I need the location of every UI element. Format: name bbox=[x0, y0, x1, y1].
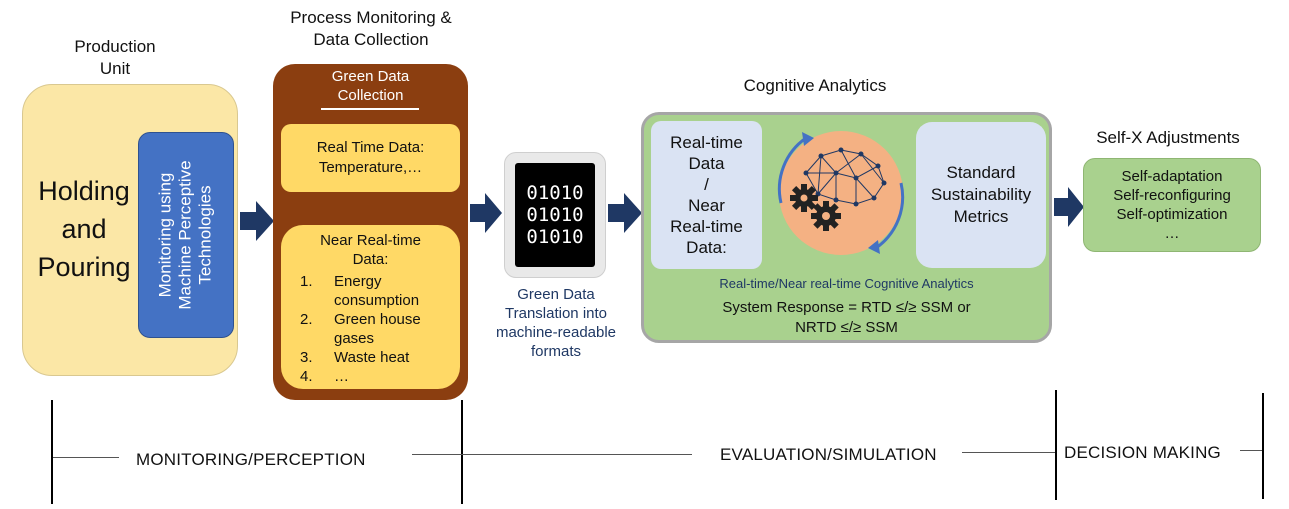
production-unit-title-line1: Production bbox=[74, 37, 156, 56]
production-unit-title-line2: Unit bbox=[99, 59, 131, 78]
phase-evaluation-label: EVALUATION/SIMULATION bbox=[720, 445, 937, 464]
timeline-segment bbox=[1240, 450, 1262, 451]
response-line2: NRTD ≤/≥ SSM bbox=[795, 319, 898, 336]
arrow-4-icon bbox=[1054, 187, 1084, 227]
monitoring-line3: Technologies bbox=[196, 185, 215, 285]
header-line2: Collection bbox=[337, 87, 404, 104]
binary-screen: 01010 01010 01010 bbox=[515, 163, 595, 267]
phase-decision-label: DECISION MAKING bbox=[1064, 443, 1221, 462]
self-x-title: Self-X Adjustments bbox=[1096, 128, 1240, 147]
list-item-number: 4. bbox=[300, 368, 313, 385]
near-real-time-line1: Near Real-time bbox=[320, 232, 421, 249]
list-item: 4. … bbox=[300, 367, 460, 386]
data-line3: / bbox=[704, 175, 709, 194]
brain-gears-icon bbox=[777, 131, 905, 255]
timeline-segment bbox=[962, 452, 1055, 453]
metrics-line3: Metrics bbox=[953, 207, 1009, 226]
caption-line4: formats bbox=[530, 343, 581, 360]
phase-monitoring-label: MONITORING/PERCEPTION bbox=[136, 450, 366, 469]
system-response: System Response = RTD ≤/≥ SSM or NRTD ≤/… bbox=[644, 298, 1049, 338]
phase-divider-1 bbox=[51, 400, 53, 504]
real-time-data-panel: Real-time Data / Near Real-time Data: bbox=[651, 121, 762, 269]
pouring-line: Pouring bbox=[37, 252, 131, 282]
self-x-box: Self-adaptation Self-reconfiguring Self-… bbox=[1083, 158, 1261, 252]
holding-pouring-label: Holding and Pouring bbox=[26, 172, 142, 286]
process-monitoring-title: Process Monitoring & Data Collection bbox=[256, 7, 486, 51]
translation-caption: Green Data Translation into machine-read… bbox=[474, 285, 638, 361]
self-x-item: … bbox=[1164, 225, 1180, 242]
list-item-text: … bbox=[334, 368, 349, 385]
cognitive-subtitle: Real-time/Near real-time Cognitive Analy… bbox=[719, 276, 974, 291]
timeline-segment bbox=[412, 454, 692, 455]
monitoring-line2: Machine Perceptive bbox=[176, 160, 195, 310]
list-item-number: 3. bbox=[300, 349, 313, 366]
binary-line: 01010 bbox=[526, 226, 584, 248]
data-line1: Real-time bbox=[670, 133, 743, 152]
near-real-time-heading: Near Real-time Data: bbox=[281, 231, 460, 269]
header-line1: Green Data bbox=[331, 68, 410, 85]
green-data-collection-header: Green Data Collection bbox=[273, 67, 468, 105]
list-item: 3. Waste heat bbox=[300, 348, 460, 367]
header-underline bbox=[321, 108, 419, 110]
cognitive-analytics-title: Cognitive Analytics bbox=[743, 76, 887, 95]
list-item-number: 2. bbox=[300, 311, 313, 328]
monitoring-technologies-text: Monitoring using Machine Perceptive Tech… bbox=[156, 160, 216, 309]
binary-line: 01010 bbox=[526, 204, 584, 226]
caption-line1: Green Data bbox=[517, 286, 595, 303]
binary-line: 01010 bbox=[526, 182, 584, 204]
data-line5: Real-time bbox=[670, 217, 743, 236]
phase-divider-2 bbox=[461, 400, 463, 504]
data-line6: Data: bbox=[686, 238, 727, 257]
self-x-item: Self-adaptation bbox=[1121, 168, 1223, 185]
metrics-line2: Sustainability bbox=[930, 185, 1032, 204]
sustainability-metrics-panel: Standard Sustainability Metrics bbox=[916, 122, 1046, 268]
data-line2: Data bbox=[688, 154, 725, 173]
process-monitoring-title-line2: Data Collection bbox=[313, 30, 429, 49]
arrow-3-icon bbox=[608, 193, 642, 233]
self-x-item: Self-optimization bbox=[1116, 206, 1228, 223]
real-time-line2: Temperature,… bbox=[318, 159, 423, 176]
production-unit-title: Production Unit bbox=[40, 36, 190, 80]
self-x-item: Self-reconfiguring bbox=[1113, 187, 1231, 204]
list-item-number: 1. bbox=[300, 273, 313, 290]
near-real-time-line2: Data: bbox=[352, 251, 389, 268]
monitoring-technologies-box: Monitoring using Machine Perceptive Tech… bbox=[138, 132, 234, 338]
caption-line2: Translation into bbox=[505, 305, 607, 322]
response-line1: System Response = RTD ≤/≥ SSM or bbox=[722, 299, 971, 316]
arrow-1-icon bbox=[240, 201, 274, 241]
list-item-text: Waste heat bbox=[334, 349, 410, 366]
data-line4: Near bbox=[688, 196, 725, 215]
phase-divider-4 bbox=[1262, 393, 1264, 499]
phase-divider-3 bbox=[1055, 390, 1057, 500]
metrics-line1: Standard bbox=[946, 163, 1016, 182]
holding-line: Holding bbox=[38, 176, 130, 206]
and-line: and bbox=[61, 214, 107, 244]
process-monitoring-title-line1: Process Monitoring & bbox=[290, 8, 452, 27]
caption-line3: machine-readable bbox=[495, 324, 617, 341]
monitoring-line1: Monitoring using bbox=[156, 172, 175, 298]
real-time-line1: Real Time Data: bbox=[316, 139, 425, 156]
timeline-segment bbox=[53, 457, 119, 458]
arrow-2-icon bbox=[470, 193, 502, 233]
real-time-data-box: Real Time Data: Temperature,… bbox=[281, 124, 460, 192]
